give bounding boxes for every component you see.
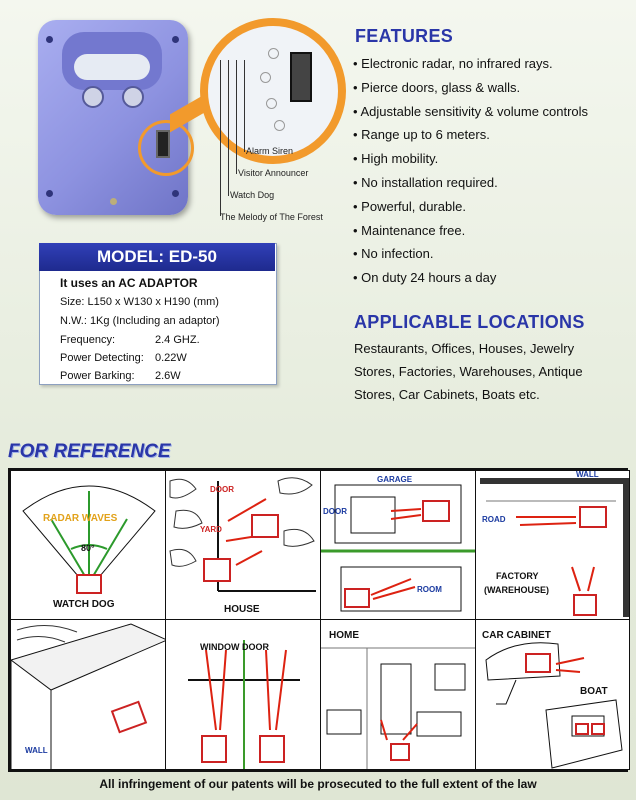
locations-text: Restaurants, Offices, Houses, Jewelry St… — [354, 337, 634, 406]
home-illustration — [321, 647, 475, 769]
boat-label: BOAT — [580, 686, 608, 697]
model-subtitle: It uses an AC ADAPTOR — [60, 276, 198, 290]
house-door-label: DOOR — [210, 485, 234, 494]
panel-house: DOOR YARD HOUSE — [165, 470, 321, 620]
label-watch-dog: Watch Dog — [230, 190, 275, 200]
home-title: HOME — [329, 630, 359, 641]
screw-icon — [172, 36, 179, 43]
feature-item: • No infection. — [353, 246, 434, 262]
garage-room-illustration — [321, 484, 475, 612]
footer-notice: All infringement of our patents will be … — [99, 777, 537, 791]
spec-value: 0.22W — [155, 352, 187, 364]
radar-waves-label: RADAR WAVES — [43, 513, 118, 524]
marker-dot-icon — [260, 72, 271, 83]
feature-item: • On duty 24 hours a day — [353, 270, 497, 286]
garage-label: GARAGE — [377, 475, 413, 484]
panel-window-door: WINDOW DOOR — [165, 619, 321, 770]
screw-icon — [172, 190, 179, 197]
reference-heading: FOR REFERENCE — [8, 441, 171, 462]
spec-value: 2.4 GHZ. — [155, 334, 200, 346]
house-title: HOUSE — [224, 604, 260, 615]
product-device-image — [38, 20, 188, 215]
label-melody-forest: The Melody of The Forest — [220, 212, 323, 222]
locations-line: Stores, Factories, Warehouses, Antique — [354, 364, 583, 379]
panel-car-boat: CAR CABINET BOAT — [475, 619, 630, 770]
label-visitor-announcer: Visitor Announcer — [238, 168, 309, 178]
locations-line: Restaurants, Offices, Houses, Jewelry — [354, 341, 575, 356]
feature-item: • Electronic radar, no infrared rays. — [353, 56, 553, 71]
features-heading: FEATURES — [355, 26, 454, 46]
leader-line — [220, 60, 221, 216]
feature-item: • Pierce doors, glass & walls. — [353, 79, 521, 95]
window-door-illustration — [188, 640, 300, 769]
factory-title: FACTORY — [496, 571, 539, 581]
marker-dot-icon — [266, 98, 277, 109]
radar-fan-illustration — [22, 485, 156, 594]
leader-line — [228, 60, 229, 196]
panel-factory: WALL ROAD FACTORY (WAREHOUSE) — [475, 470, 630, 620]
factory-wall-label: WALL — [576, 470, 599, 479]
panel-garage-room: GARAGE DOOR ROOM — [320, 470, 476, 620]
radar-angle-label: 80° — [81, 543, 95, 553]
panel-watch-dog: RADAR WAVES 80° WATCH DOG — [10, 470, 166, 620]
model-title: MODEL: ED-50 — [39, 243, 275, 271]
feature-item: • Powerful, durable. — [353, 198, 466, 214]
switch-zoom-detail — [200, 18, 346, 164]
watch-dog-title: WATCH DOG — [53, 599, 115, 610]
spec-label: Frequency: — [60, 334, 116, 346]
switch-highlight-circle — [138, 120, 194, 176]
model-size: Size: L150 x W130 x H190 (mm) — [60, 296, 219, 308]
feature-item: • Range up to 6 meters. — [353, 127, 490, 143]
label-alarm-siren: Alarm Siren — [246, 146, 294, 156]
power-jack-icon — [110, 198, 117, 205]
feature-item: • Maintenance free. — [353, 222, 466, 238]
screw-icon — [46, 190, 53, 197]
features-list: • Electronic radar, no infrared rays. • … — [353, 52, 633, 290]
wall-illustration — [11, 623, 165, 769]
garage-door-label: DOOR — [323, 507, 347, 516]
feature-item: • No installation required. — [353, 174, 498, 190]
panel-wall: WALL — [10, 619, 166, 770]
car-boat-illustration — [485, 642, 623, 769]
spec-value: 2.6W — [155, 370, 181, 382]
panel-home: HOME — [320, 619, 476, 770]
volume-knob-icon — [122, 86, 144, 108]
wall-label: WALL — [25, 746, 48, 755]
window-door-title: WINDOW DOOR — [200, 642, 269, 652]
car-cabinet-title: CAR CABINET — [482, 630, 551, 641]
reference-grid: RADAR WAVES 80° WATCH DOG DOOR YARD HOUS… — [8, 468, 630, 772]
marker-dot-icon — [274, 120, 285, 131]
room-label: ROOM — [417, 585, 442, 594]
road-label: ROAD — [482, 515, 506, 524]
mode-switch-closeup — [290, 52, 312, 102]
warehouse-title: (WAREHOUSE) — [484, 585, 549, 595]
locations-line: Stores, Car Cabinets, Boats etc. — [354, 387, 540, 402]
factory-illustration — [480, 478, 629, 617]
model-weight: N.W.: 1Kg (Including an adaptor) — [60, 315, 220, 327]
house-illustration — [169, 477, 316, 592]
spec-label: Power Detecting: — [60, 352, 144, 364]
house-yard-label: YARD — [200, 525, 222, 534]
sensitivity-knob-icon — [82, 86, 104, 108]
screw-icon — [46, 36, 53, 43]
locations-heading: APPLICABLE LOCATIONS — [354, 312, 585, 332]
feature-item: • High mobility. — [353, 151, 439, 167]
leader-line — [244, 60, 245, 152]
spec-label: Power Barking: — [60, 370, 135, 382]
device-handle-opening — [74, 54, 150, 80]
leader-line — [236, 60, 237, 174]
feature-item: • Adjustable sensitivity & volume contro… — [353, 103, 589, 119]
marker-dot-icon — [268, 48, 279, 59]
